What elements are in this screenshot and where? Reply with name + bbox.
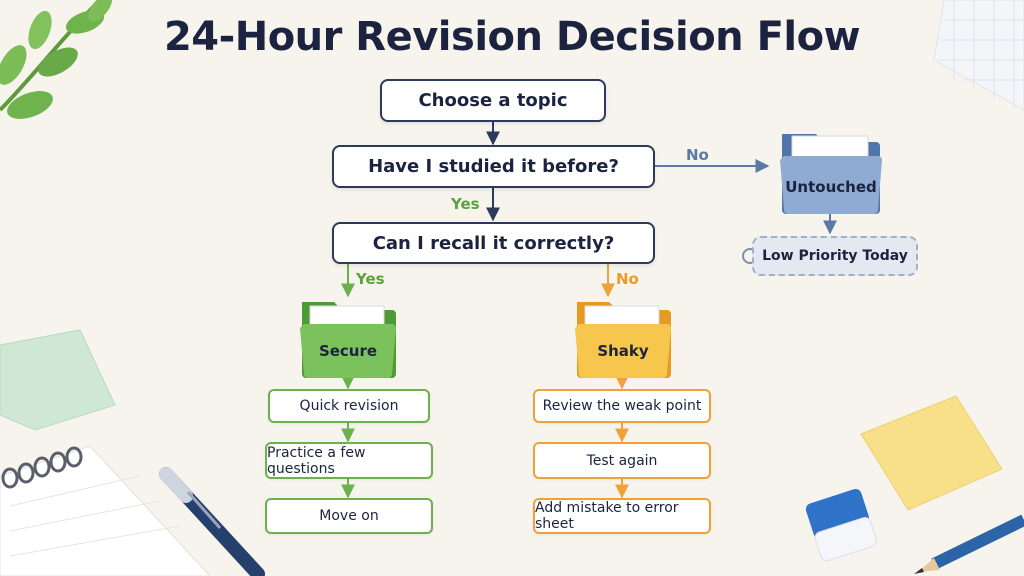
notebook-decoration <box>0 445 210 576</box>
node-choose-topic-label: Choose a topic <box>418 90 568 111</box>
low-priority-tag: Low Priority Today <box>752 236 918 276</box>
node-studied-before: Have I studied it before? <box>332 145 655 188</box>
node-recall-correctly-label: Can I recall it correctly? <box>372 232 615 254</box>
untouched-folder-label: Untouched <box>785 178 877 196</box>
shaky-step-label: Review the weak point <box>542 398 702 414</box>
folder-icon <box>300 302 396 378</box>
node-studied-before-label: Have I studied it before? <box>368 156 619 177</box>
grid-paper-decoration <box>933 0 1024 110</box>
secure-step-quick-revision: Quick revision <box>268 389 430 423</box>
sticky-note-green-decoration <box>0 329 116 431</box>
page-title: 24-Hour Revision Decision Flow <box>163 14 861 60</box>
branch-label-studied-no: No <box>686 146 709 164</box>
plant-leaves-decoration <box>0 0 112 119</box>
branch-label-studied-yes: Yes <box>451 195 480 213</box>
branch-label-recall-yes: Yes <box>356 270 385 288</box>
secure-step-move-on: Move on <box>265 498 433 534</box>
folder-icon <box>575 302 671 378</box>
secure-step-label: Move on <box>319 508 379 524</box>
secure-step-practice-questions: Practice a few questions <box>265 442 433 479</box>
pencil-decoration <box>914 514 1024 574</box>
node-recall-correctly: Can I recall it correctly? <box>332 222 655 264</box>
low-priority-tag-label: Low Priority Today <box>762 248 908 264</box>
shaky-step-label: Test again <box>586 452 658 469</box>
shaky-step-test-again: Test again <box>533 442 711 479</box>
node-choose-topic: Choose a topic <box>380 79 606 122</box>
eraser-decoration <box>805 488 877 562</box>
secure-folder-label: Secure <box>318 342 378 360</box>
shaky-folder: Shaky <box>573 298 673 380</box>
shaky-step-label: Add mistake to error sheet <box>535 500 679 532</box>
shaky-step-review-weak-point: Review the weak point <box>533 389 711 423</box>
folder-icon <box>780 134 882 214</box>
shaky-step-add-mistake: Add mistake to error sheet <box>533 498 711 534</box>
branch-label-recall-no: No <box>616 270 639 288</box>
untouched-folder: Untouched <box>778 126 884 216</box>
shaky-folder-label: Shaky <box>597 342 649 360</box>
secure-folder: Secure <box>298 298 398 380</box>
secure-step-label: Quick revision <box>299 398 399 414</box>
pen-decoration <box>159 467 265 576</box>
secure-step-label: Practice a few questions <box>267 444 366 477</box>
sticky-note-yellow-decoration <box>860 395 1003 511</box>
